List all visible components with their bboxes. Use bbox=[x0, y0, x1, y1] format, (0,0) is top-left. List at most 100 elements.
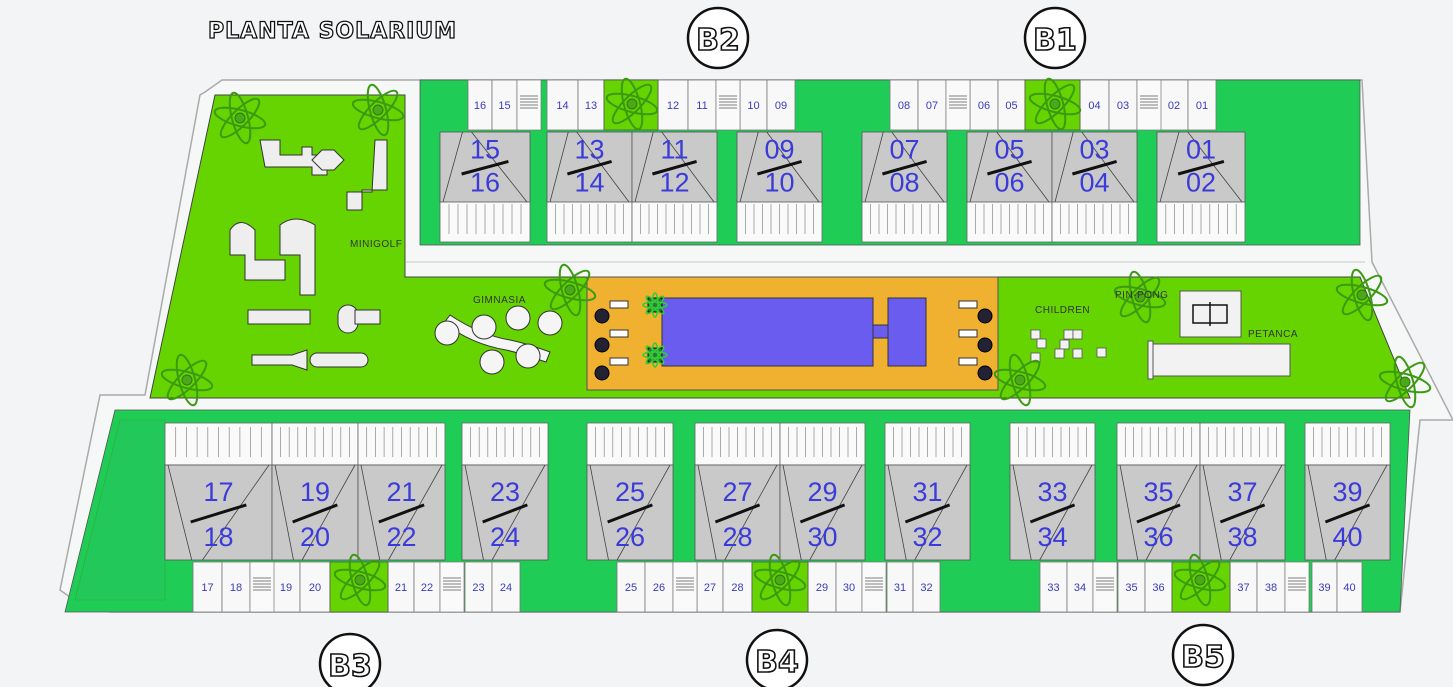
parking-space bbox=[192, 561, 223, 613]
parking-space bbox=[1039, 561, 1068, 613]
lounger bbox=[958, 357, 978, 366]
parking-space bbox=[1108, 79, 1138, 131]
block-b2-badge: B2 bbox=[686, 6, 750, 70]
roof-line bbox=[167, 464, 270, 561]
parking-number: 22 bbox=[421, 582, 433, 594]
stairs-icon bbox=[945, 79, 971, 131]
palm-leaf bbox=[166, 359, 208, 401]
unit-divider bbox=[1029, 503, 1076, 524]
unit-divider bbox=[378, 503, 425, 524]
bottom-parking-space: 17 bbox=[192, 561, 223, 613]
bottom-parking-space: 34 bbox=[1066, 561, 1094, 613]
palm-leaf bbox=[651, 292, 659, 318]
palm-leaf bbox=[348, 553, 372, 607]
parking-number: 15 bbox=[498, 100, 510, 112]
parking-number: 03 bbox=[1117, 100, 1129, 112]
bottom-parking-space: 19 bbox=[271, 561, 301, 613]
palm-leaf bbox=[366, 83, 390, 137]
palm-tree-icon bbox=[351, 83, 405, 137]
palm-leaf bbox=[333, 568, 387, 592]
pingpong-table bbox=[1192, 302, 1228, 326]
unit-number: 38 bbox=[1227, 522, 1257, 552]
parking-space bbox=[1187, 79, 1217, 131]
unit-number: 27 bbox=[722, 477, 752, 507]
parking-number: 05 bbox=[1005, 100, 1017, 112]
petanca-court bbox=[1149, 343, 1291, 377]
label-minigolf: MINIGOLF bbox=[350, 239, 402, 250]
top-parking-space: 09 bbox=[766, 79, 796, 131]
unit-number: 20 bbox=[300, 522, 330, 552]
parking-space bbox=[657, 79, 689, 131]
roof-line bbox=[864, 131, 945, 203]
unit-divider bbox=[482, 503, 528, 524]
palm-leaf bbox=[645, 295, 665, 315]
bottom-parking-space: 40 bbox=[1336, 561, 1363, 613]
unit-number: 13 bbox=[574, 135, 604, 165]
unit-number: 29 bbox=[807, 477, 837, 507]
palm-leaf bbox=[175, 353, 199, 407]
parking-space bbox=[467, 79, 493, 131]
palm-leaf bbox=[1043, 77, 1067, 131]
sun-lounger-icon bbox=[594, 329, 629, 353]
parking-space bbox=[722, 561, 753, 613]
bottom-parking-space: 27 bbox=[696, 561, 724, 613]
top-parking-space: 15 bbox=[491, 79, 518, 131]
palm-leaf bbox=[753, 568, 807, 592]
unit-number: 22 bbox=[386, 522, 416, 552]
top-parking-space: 07 bbox=[917, 79, 947, 131]
unit-divider bbox=[904, 503, 951, 524]
palm-leaf bbox=[1335, 283, 1389, 307]
unit-number: 08 bbox=[889, 168, 919, 198]
palm-leaf bbox=[1008, 353, 1032, 407]
unit-number: 10 bbox=[764, 168, 794, 198]
svg-text:B3: B3 bbox=[328, 649, 372, 684]
parking-space bbox=[739, 79, 768, 131]
petanca-board bbox=[1147, 340, 1154, 380]
palm-leaf bbox=[1179, 559, 1221, 601]
unit-number: 21 bbox=[386, 477, 416, 507]
parking-space bbox=[387, 561, 415, 613]
parking-space bbox=[221, 561, 251, 613]
stairs-icon bbox=[672, 561, 698, 613]
bottom-parking-space: 24 bbox=[491, 561, 521, 613]
palm-leaf bbox=[642, 301, 668, 309]
unit-divider bbox=[986, 159, 1033, 176]
roof-line bbox=[1202, 464, 1283, 561]
parking-space bbox=[1066, 561, 1094, 613]
label-petanca: PETANCA bbox=[1248, 329, 1298, 340]
parasol bbox=[977, 365, 993, 381]
palm-leaf bbox=[1378, 370, 1432, 394]
unit-number: 33 bbox=[1037, 477, 1067, 507]
palm-leaf bbox=[351, 98, 405, 122]
unit-number: 07 bbox=[889, 135, 919, 165]
unit-divider bbox=[1177, 159, 1225, 176]
parking-number: 11 bbox=[696, 100, 707, 112]
parking-space bbox=[644, 561, 674, 613]
palm-leaf bbox=[219, 97, 261, 139]
pool-channel bbox=[872, 324, 889, 339]
garden-bottom-left-inner bbox=[74, 419, 166, 601]
unit-number: 30 bbox=[807, 522, 837, 552]
palm-leaf bbox=[768, 553, 792, 607]
palm-tree-icon bbox=[1028, 77, 1082, 131]
bottom-parking-space: 26 bbox=[644, 561, 674, 613]
roof-line bbox=[274, 464, 356, 561]
unit-number: 02 bbox=[1186, 168, 1216, 198]
top-parking-space: 03 bbox=[1108, 79, 1138, 131]
unit-number: 39 bbox=[1332, 477, 1362, 507]
palm-trunk bbox=[372, 104, 384, 116]
bottom-parking-space: 38 bbox=[1256, 561, 1286, 613]
palm-trunk bbox=[1356, 289, 1368, 301]
parasol bbox=[594, 365, 610, 381]
plan-title: PLANTA SOLARIUM bbox=[208, 19, 457, 44]
parking-number: 40 bbox=[1343, 582, 1355, 594]
sun-lounger-icon bbox=[594, 357, 629, 381]
parking-number: 07 bbox=[926, 100, 938, 112]
top-parking-space: 04 bbox=[1079, 79, 1110, 131]
parasol bbox=[977, 308, 993, 324]
